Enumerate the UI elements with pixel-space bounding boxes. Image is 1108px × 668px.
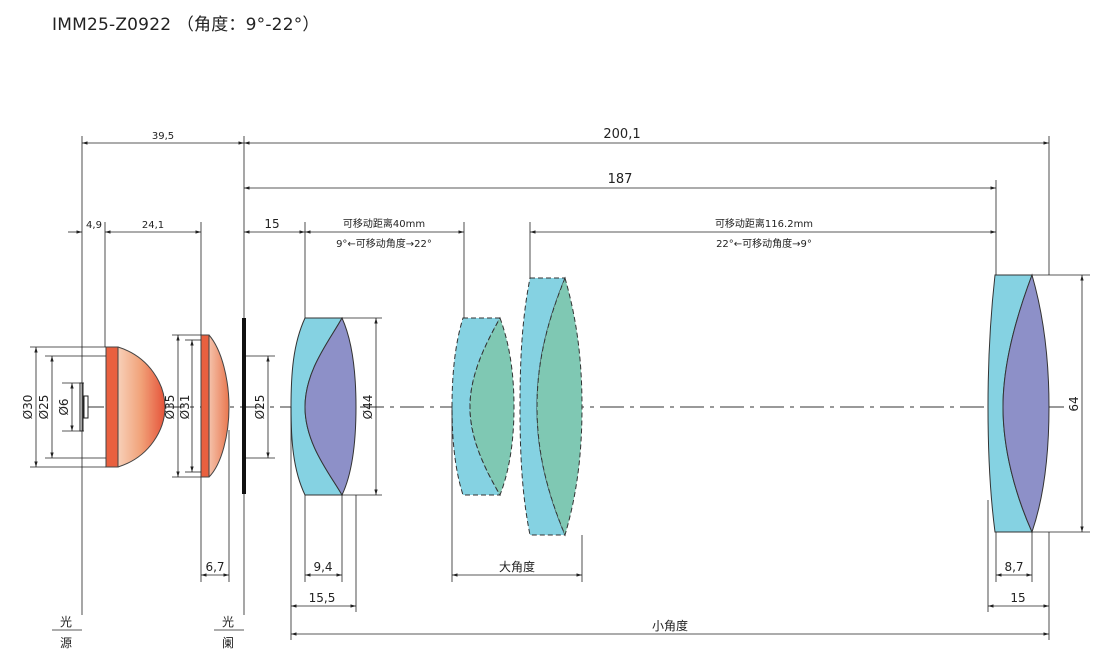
dia-6: Ø6 <box>57 398 71 415</box>
doublet-lens-1 <box>290 316 357 497</box>
dim-200-1: 200,1 <box>603 127 640 142</box>
collimator-lens-1 <box>105 346 166 468</box>
dim-6-7: 6,7 <box>205 560 224 574</box>
label-light-source-2: 源 <box>60 636 72 650</box>
light-source-led <box>79 382 89 432</box>
label-light-source-1: 光 <box>60 615 72 629</box>
dia-44: Ø44 <box>361 395 375 420</box>
collimator-lens-2 <box>200 334 230 478</box>
aperture-stop <box>242 318 246 494</box>
label-narrow-angle: 小角度 <box>652 618 688 633</box>
dia-31: Ø31 <box>178 395 192 420</box>
dim-move-116: 可移动距离116.2mm <box>715 217 813 230</box>
label-aperture-1: 光 <box>222 615 234 629</box>
dia-25-lens1: Ø25 <box>37 395 51 420</box>
label-aperture-2: 阑 <box>222 635 234 650</box>
dia-30: Ø30 <box>21 395 35 420</box>
dim-4-9: 4,9 <box>86 220 102 231</box>
dim-angle-40: 9°←可移动角度→22° <box>336 237 432 250</box>
dim-187: 187 <box>608 172 633 187</box>
moving-doublet-lens-b <box>519 276 583 537</box>
dim-angle-116: 22°←可移动角度→9° <box>716 237 812 250</box>
dim-24-1: 24,1 <box>142 220 164 231</box>
dim-39-5: 39,5 <box>152 131 174 142</box>
dim-8-7: 8,7 <box>1004 560 1023 574</box>
dim-15-5: 15,5 <box>309 591 336 605</box>
dia-25-aperture: Ø25 <box>253 395 267 420</box>
front-doublet-lens <box>987 273 1050 534</box>
dim-move-40: 可移动距离40mm <box>343 217 425 230</box>
dim-9-4: 9,4 <box>313 560 332 574</box>
extension-lines <box>30 136 1090 640</box>
dimension-lines <box>34 141 1084 636</box>
dim-15-top: 15 <box>264 217 279 231</box>
page-title: IMM25-Z0922 （角度：9°-22°） <box>52 15 320 35</box>
label-wide-angle: 大角度 <box>499 559 535 574</box>
dia-35: Ø35 <box>163 395 177 420</box>
moving-doublet-lens-a <box>451 316 515 497</box>
dim-15-right: 15 <box>1010 591 1025 605</box>
dim-64: 64 <box>1067 396 1081 411</box>
